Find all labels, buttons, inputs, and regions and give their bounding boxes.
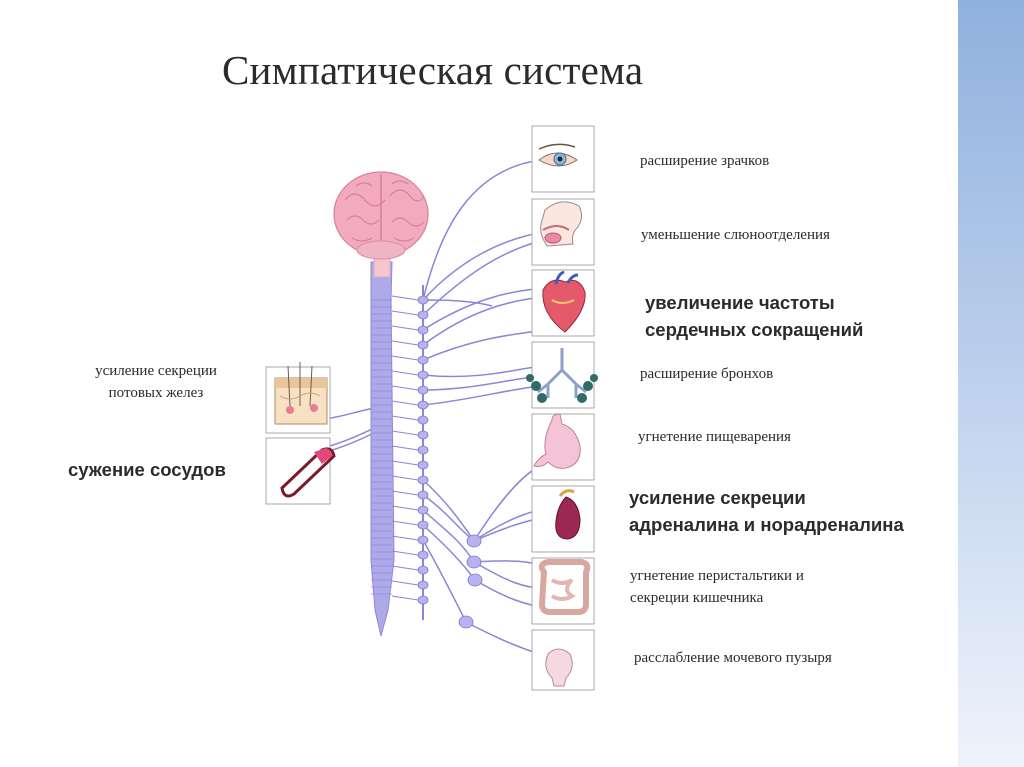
eye-icon bbox=[538, 143, 578, 167]
label-vasoconstriction: сужение сосудов bbox=[68, 456, 226, 483]
label-line: сердечных сокращений bbox=[645, 319, 864, 340]
ramus-line bbox=[391, 415, 419, 421]
nerve-fiber bbox=[422, 479, 475, 542]
brain-icon bbox=[333, 171, 429, 260]
label-line: усиление секреции bbox=[629, 487, 806, 508]
nerve-fiber bbox=[422, 159, 541, 301]
label-digestion: угнетение пищеварения bbox=[638, 429, 791, 446]
ganglion bbox=[417, 400, 429, 410]
ganglion bbox=[417, 385, 429, 395]
ramus-line bbox=[391, 460, 419, 466]
nerve-fiber bbox=[422, 287, 549, 331]
label-line: увеличение частоты bbox=[645, 292, 835, 313]
adrenal-gland-icon bbox=[555, 489, 581, 540]
ganglion bbox=[417, 490, 429, 500]
stomach-icon bbox=[533, 413, 581, 469]
lungs-icon bbox=[526, 348, 598, 403]
spinal-cord bbox=[370, 254, 395, 637]
ganglion bbox=[417, 340, 429, 350]
ganglion bbox=[417, 520, 429, 530]
label-line: угнетение пищеварения bbox=[638, 429, 791, 445]
label-line: адреналина и норадреналина bbox=[629, 514, 904, 535]
nerve-fiber bbox=[422, 231, 544, 301]
side-decoration-band bbox=[958, 0, 1024, 767]
ramus-line bbox=[391, 505, 419, 511]
nerve-fiber bbox=[422, 539, 467, 623]
ramus-line bbox=[391, 370, 419, 376]
ramus-line bbox=[391, 400, 419, 406]
ramus-line bbox=[391, 595, 419, 601]
ganglion bbox=[417, 295, 429, 305]
ramus-line bbox=[391, 325, 419, 331]
prevertebral-ganglion bbox=[467, 573, 483, 587]
skin-sweat-gland-icon bbox=[274, 362, 328, 425]
ramus-line bbox=[391, 550, 419, 556]
label-line: секреции кишечника bbox=[630, 590, 764, 606]
ramus-line bbox=[391, 355, 419, 361]
prevertebral-ganglion bbox=[466, 534, 482, 548]
ramus-line bbox=[391, 430, 419, 436]
ganglion bbox=[417, 550, 429, 560]
ganglion bbox=[417, 565, 429, 575]
label-peristalsis: угнетение перистальтики и секреции кишеч… bbox=[630, 565, 804, 609]
label-bronchi: расширение бронхов bbox=[640, 366, 773, 383]
label-heart-rate: увеличение частоты сердечных сокращений bbox=[645, 289, 863, 343]
label-line: потовых желез bbox=[108, 385, 204, 401]
ganglion bbox=[417, 535, 429, 545]
label-sweat-glands: усиление секреции потовых желез bbox=[56, 360, 256, 404]
salivary-gland-icon bbox=[540, 201, 583, 247]
label-line: угнетение перистальтики и bbox=[630, 568, 804, 584]
ramus-line bbox=[391, 310, 419, 316]
ganglion bbox=[417, 310, 429, 320]
label-bladder: расслабление мочевого пузыря bbox=[634, 650, 832, 667]
label-salivation: уменьшение слюноотделения bbox=[641, 227, 830, 244]
prevertebral-ganglion bbox=[458, 615, 474, 629]
label-pupil-dilation: расширение зрачков bbox=[640, 153, 769, 170]
sympathetic-ganglion-chain bbox=[371, 285, 483, 629]
label-line: сужение сосудов bbox=[68, 459, 226, 480]
nerve-fiber bbox=[422, 494, 475, 542]
ganglion bbox=[417, 445, 429, 455]
nerve-fiber bbox=[422, 295, 551, 346]
ramus-line bbox=[391, 340, 419, 346]
label-line: расслабление мочевого пузыря bbox=[634, 650, 832, 666]
ramus-line bbox=[391, 520, 419, 526]
ramus-line bbox=[391, 565, 419, 571]
ganglion bbox=[417, 475, 429, 485]
ganglion bbox=[417, 325, 429, 335]
ramus-line bbox=[391, 385, 419, 391]
ramus-line bbox=[391, 580, 419, 586]
ganglion bbox=[417, 430, 429, 440]
prevertebral-ganglion bbox=[466, 555, 482, 569]
ganglion bbox=[417, 460, 429, 470]
nerve-fiber bbox=[422, 509, 475, 563]
ramus-line bbox=[391, 535, 419, 541]
nerve-fiber bbox=[422, 329, 547, 361]
blood-vessel-icon bbox=[280, 447, 336, 498]
ganglion bbox=[417, 370, 429, 380]
label-line: расширение бронхов bbox=[640, 366, 774, 382]
nerve-fiber bbox=[422, 365, 541, 378]
intestine-icon bbox=[538, 559, 591, 615]
heart-icon bbox=[542, 270, 586, 333]
ganglion bbox=[417, 355, 429, 365]
label-line: усиление секреции bbox=[95, 363, 217, 379]
ganglion bbox=[417, 580, 429, 590]
nerve-fiber bbox=[422, 524, 476, 581]
bladder-icon bbox=[545, 648, 573, 687]
label-adrenaline: усиление секреции адреналина и норадрена… bbox=[629, 484, 904, 538]
nerve-fiber bbox=[422, 385, 541, 406]
ramus-line bbox=[391, 445, 419, 451]
ramus-line bbox=[391, 475, 419, 481]
slide-title: Симпатическая система bbox=[222, 47, 644, 93]
ganglion bbox=[417, 595, 429, 605]
label-line: уменьшение слюноотделения bbox=[641, 227, 830, 243]
ramus-line bbox=[391, 295, 419, 301]
label-line: расширение зрачков bbox=[640, 153, 770, 169]
ganglion bbox=[417, 415, 429, 425]
ramus-line bbox=[391, 490, 419, 496]
ganglion bbox=[417, 505, 429, 515]
